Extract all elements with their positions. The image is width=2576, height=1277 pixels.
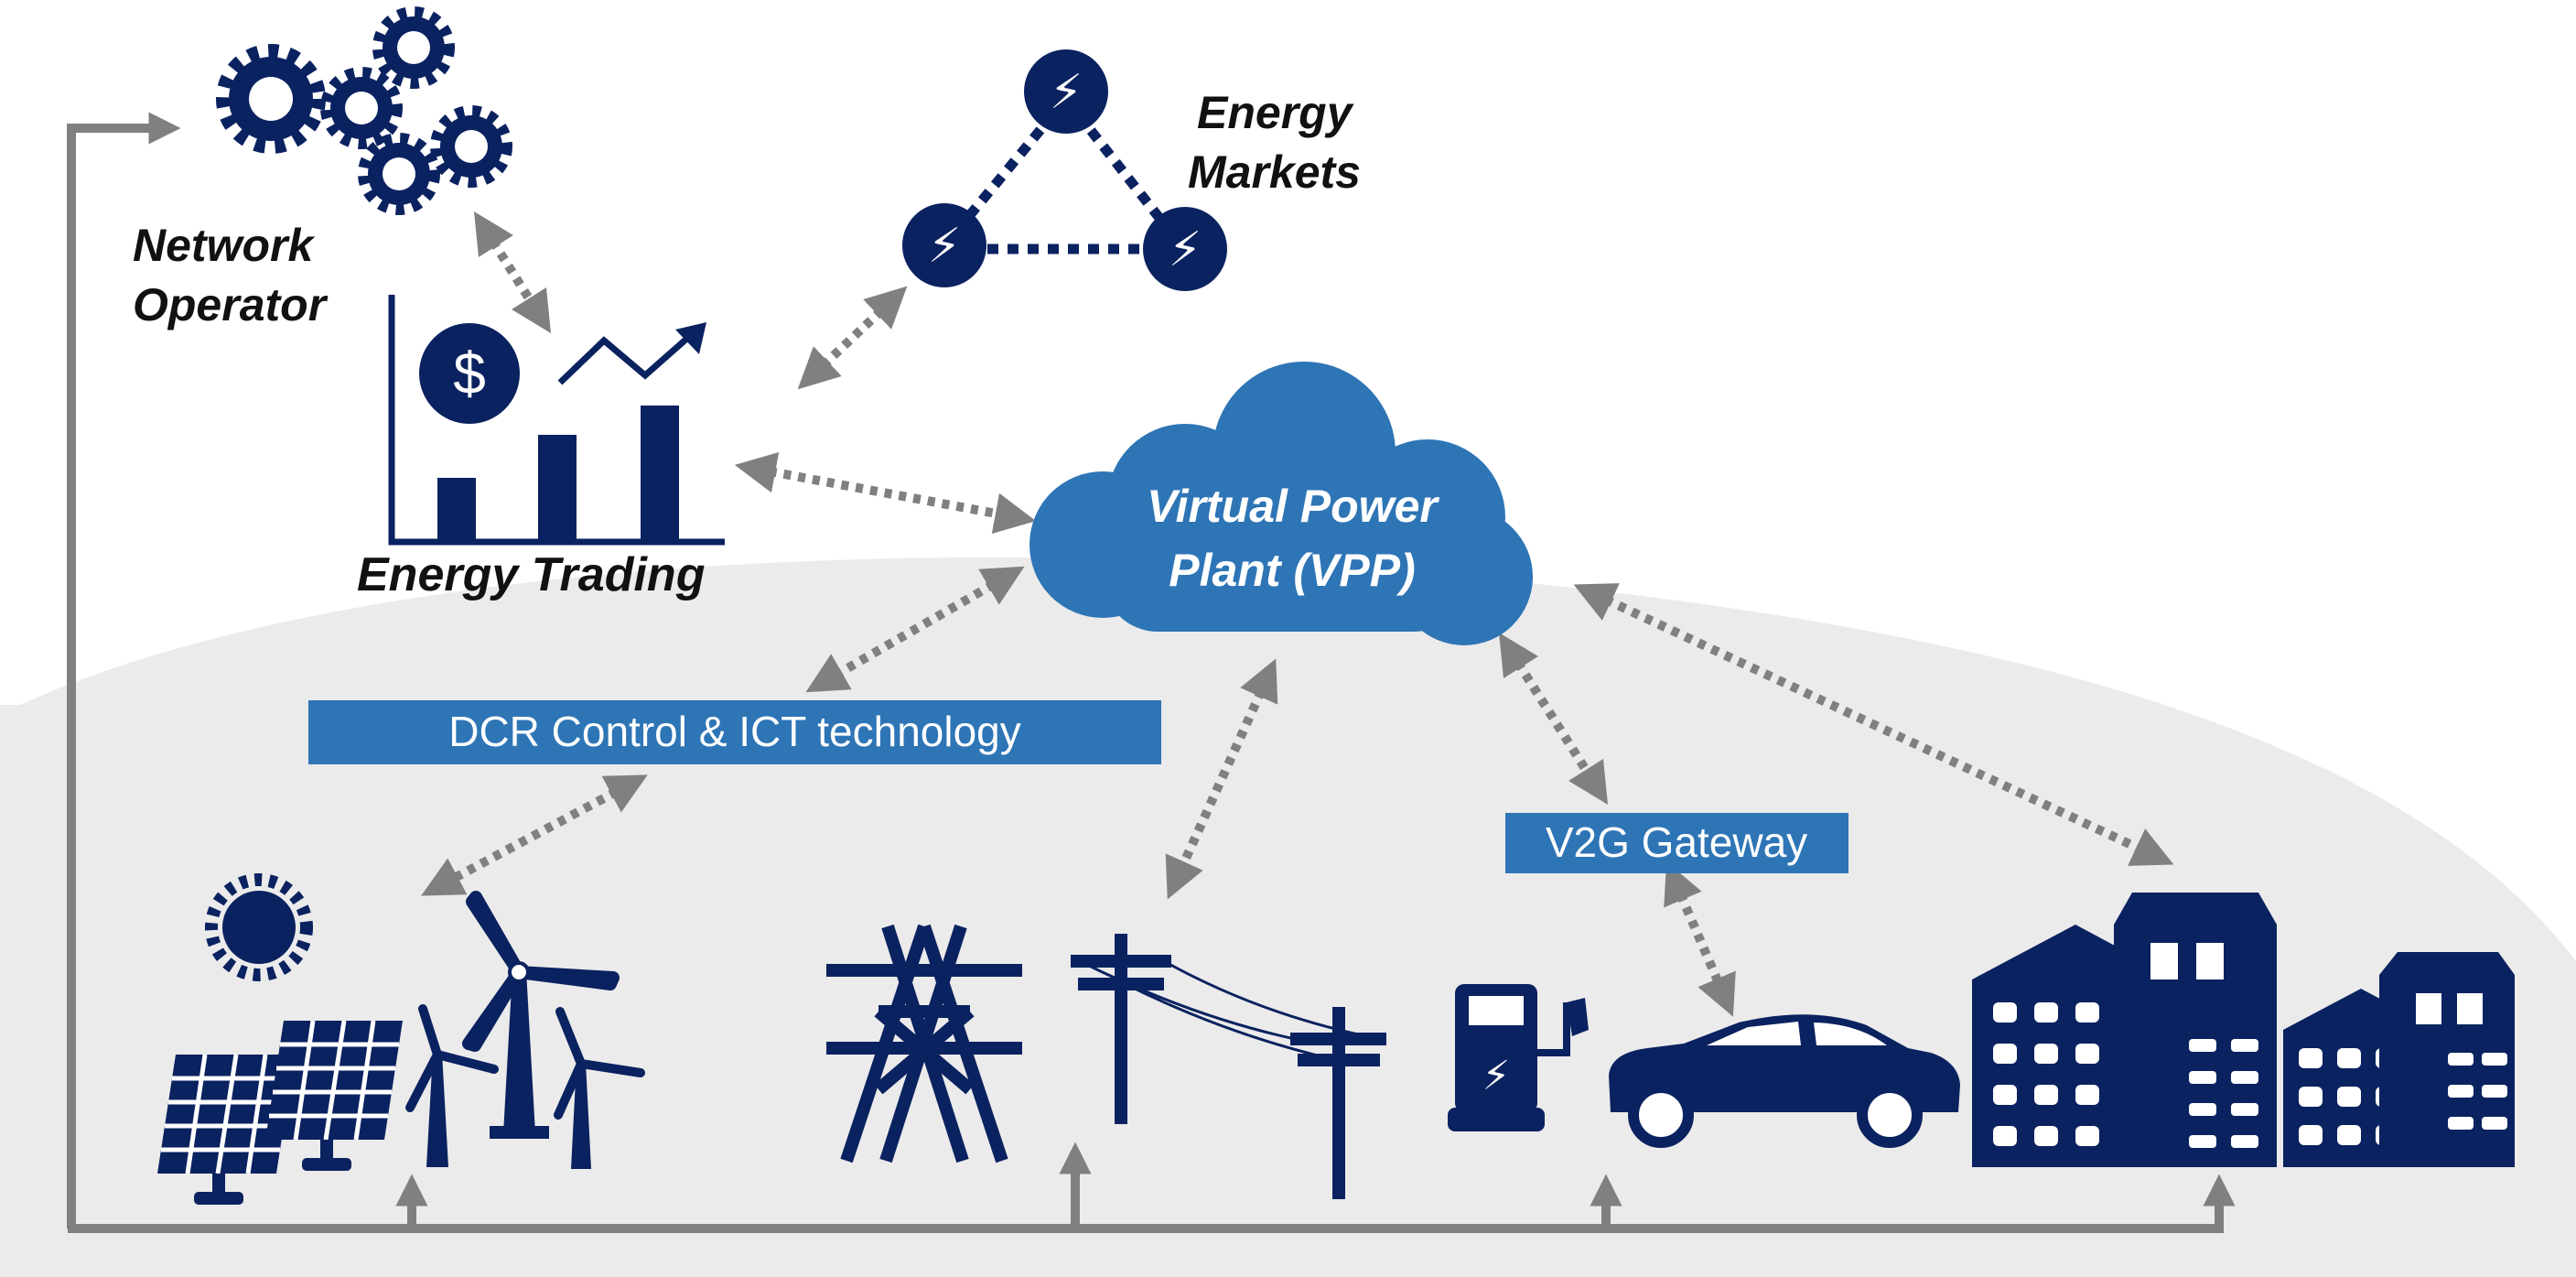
lightning-icon: ⚡	[1482, 1053, 1511, 1099]
dollar-icon: $	[419, 323, 520, 424]
arrow-markets-trading	[797, 286, 908, 390]
market-node-right: ⚡	[1143, 207, 1227, 291]
network-operator-label-line1: Network	[133, 220, 315, 271]
arrow-vpp-buildings	[1573, 583, 2174, 866]
vpp-label-line2: Plant (VPP)	[1169, 545, 1415, 596]
arrow-vpp-dcr	[805, 566, 1025, 693]
feedback-bus	[67, 112, 2236, 1233]
building-right	[2283, 952, 2515, 1167]
v2g-gateway-label: V2G Gateway	[1546, 818, 1807, 866]
network-operator-label-line2: Operator	[133, 279, 329, 330]
sun-icon	[205, 873, 313, 981]
energy-trading-label: Energy Trading	[357, 548, 705, 601]
svg-text:$: $	[453, 341, 486, 406]
building-middle	[2114, 893, 2277, 1167]
market-node-left: ⚡	[902, 203, 986, 287]
ev-charger-icon: ⚡	[1448, 984, 1589, 1131]
dcr-control-box	[308, 700, 1161, 764]
energy-markets-label-line2: Markets	[1188, 146, 1361, 198]
arrow-dcr-renewables	[421, 774, 648, 896]
power-wires	[1079, 959, 1381, 1062]
car-icon	[1609, 1014, 1960, 1148]
lightning-icon: ⚡	[1050, 65, 1083, 120]
vpp-label-line1: Virtual Power	[1147, 481, 1439, 532]
transmission-tower-icon	[826, 924, 1022, 1163]
arrow-v2g-car	[1664, 861, 1736, 1017]
energy-trading-icon: $	[388, 295, 725, 546]
vpp-cloud	[1029, 362, 1533, 645]
buildings-icon	[1972, 893, 2515, 1167]
lightning-icon: ⚡	[1169, 222, 1202, 277]
gears-icon	[216, 6, 512, 215]
lightning-icon: ⚡	[928, 219, 962, 274]
energy-markets-network: ⚡ ⚡ ⚡	[902, 49, 1227, 291]
v2g-gateway-box	[1505, 813, 1848, 873]
wind-turbine-icon	[405, 891, 645, 1169]
utility-pole-icon	[1071, 934, 1386, 1199]
trend-up-icon	[557, 332, 694, 385]
dcr-control-label: DCR Control & ICT technology	[448, 708, 1021, 755]
arrow-trading-vpp	[734, 451, 1037, 535]
energy-markets-label-line1: Energy	[1197, 87, 1354, 138]
dotted-arrows	[421, 211, 2174, 1017]
arrow-operator-trading	[473, 211, 552, 334]
market-node-top: ⚡	[1024, 49, 1108, 134]
